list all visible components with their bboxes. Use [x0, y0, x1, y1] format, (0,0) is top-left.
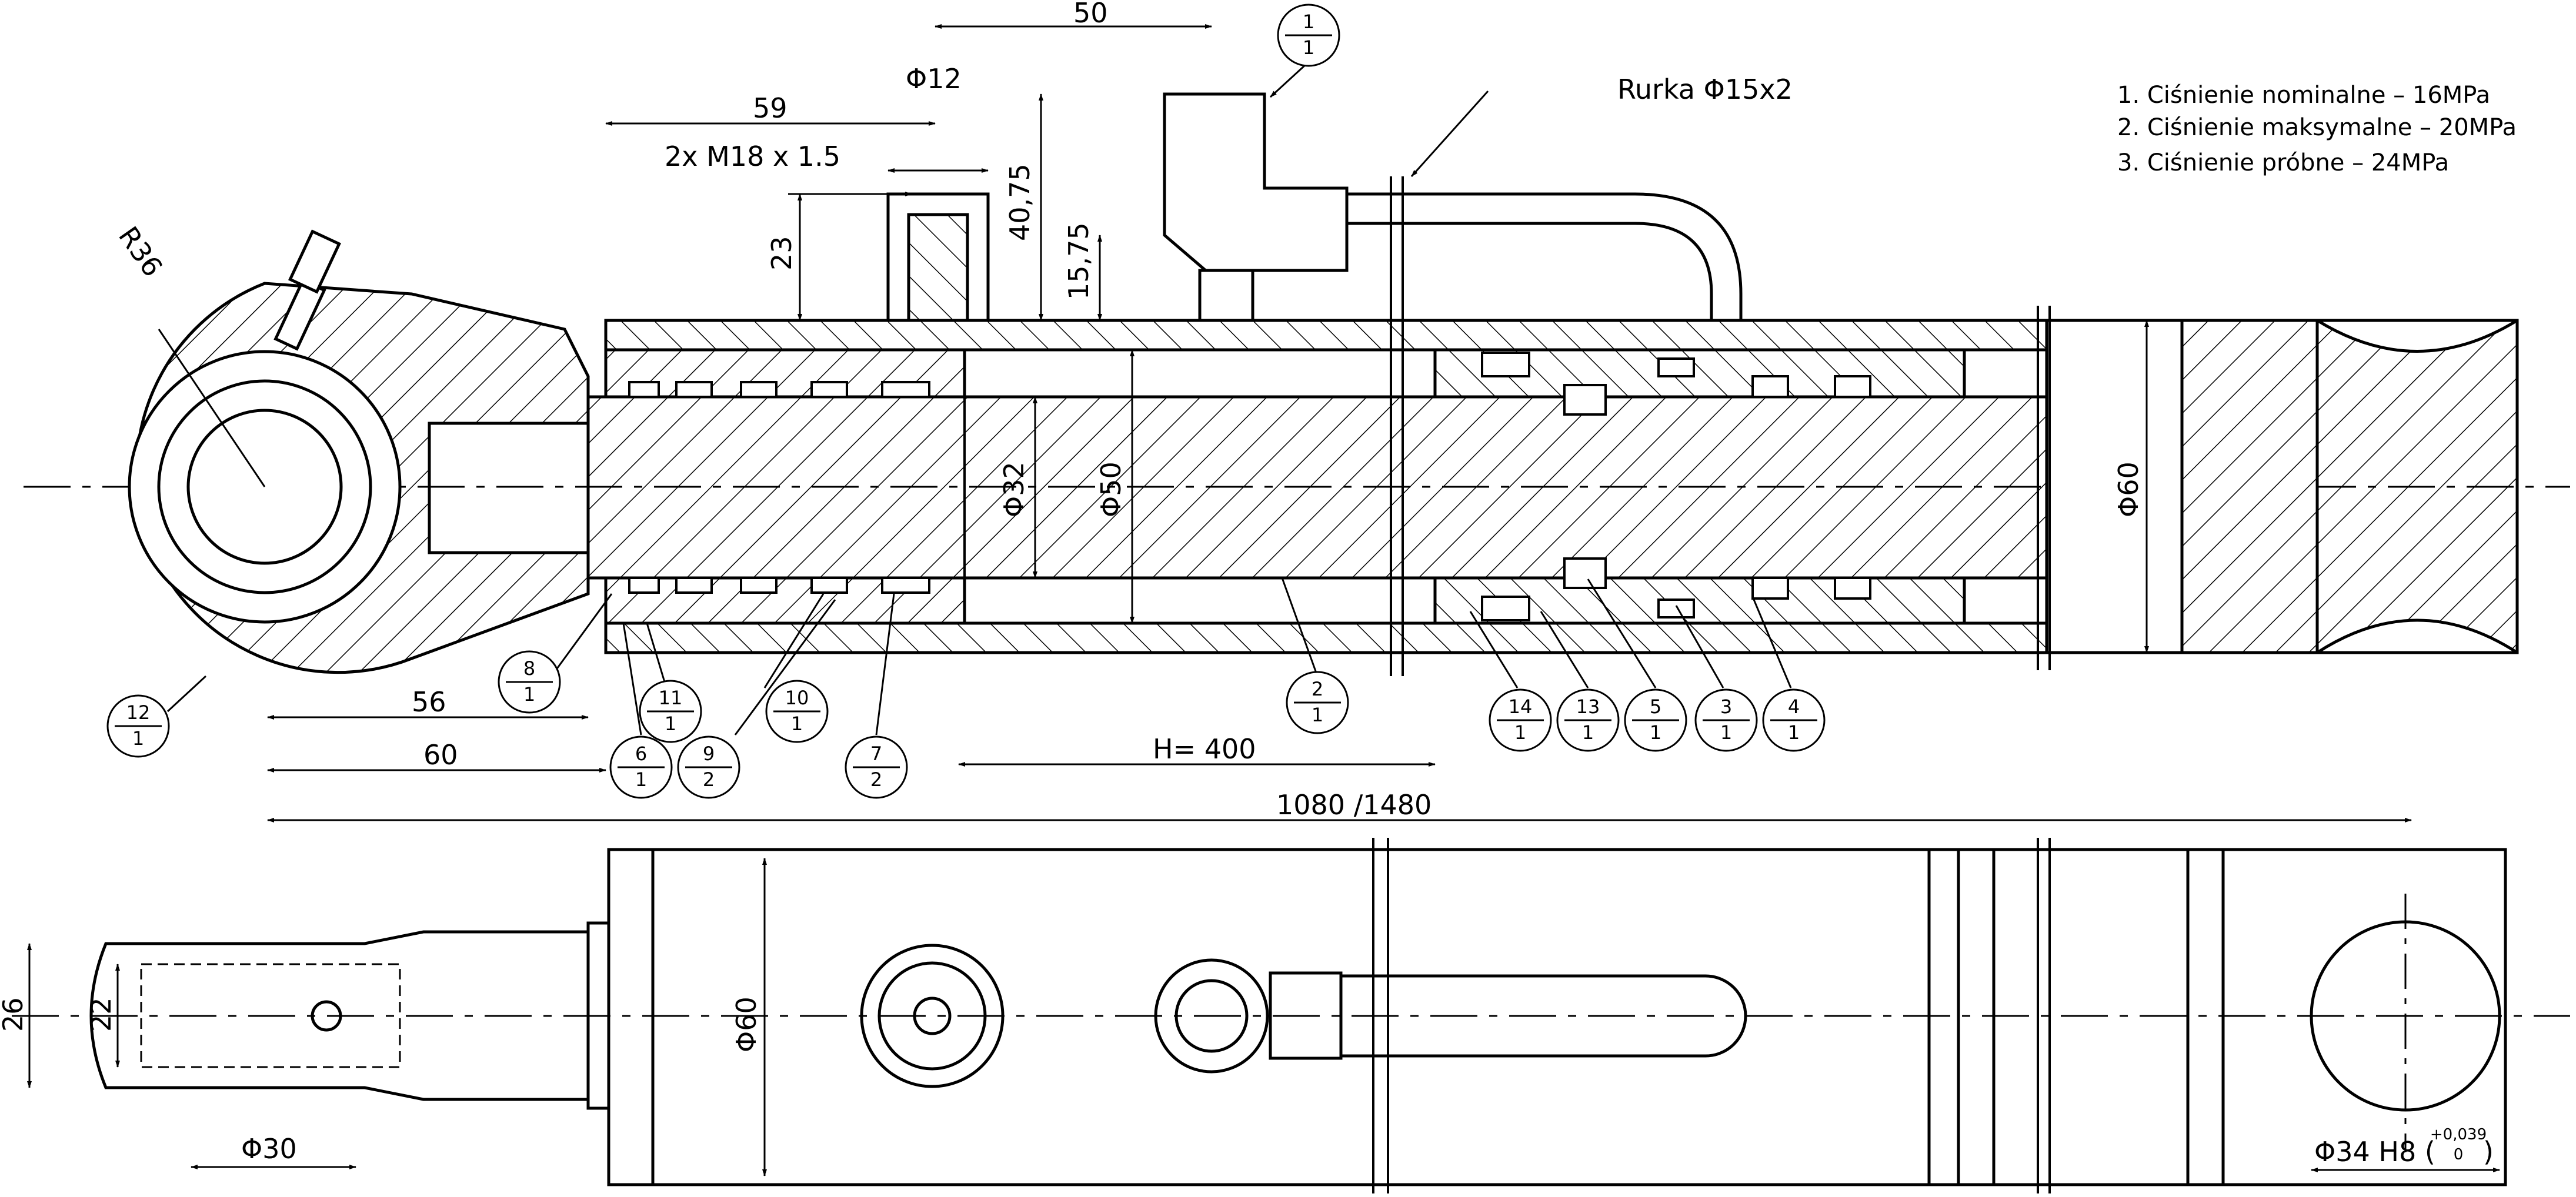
dim-50: 50 [1073, 0, 1108, 29]
barrel-outline [607, 848, 2507, 1186]
dim-phi32: Φ32 [998, 462, 1030, 517]
dim-phi12: Φ12 [906, 63, 962, 95]
svg-text:12: 12 [126, 701, 151, 724]
eye-bushing-ring [157, 379, 372, 594]
svg-text:14: 14 [1509, 696, 1533, 718]
svg-text:1: 1 [791, 713, 803, 735]
callout-8: 8 1 [498, 650, 561, 714]
cap-eye [2315, 319, 2519, 654]
callout-11: 11 1 [639, 680, 702, 743]
callout-4: 4 1 [1762, 688, 1826, 752]
svg-text:7: 7 [870, 743, 882, 765]
svg-text:1: 1 [1312, 704, 1323, 726]
callout-12: 12 1 [106, 694, 170, 758]
svg-text:1: 1 [635, 768, 647, 791]
dim-15-75: 15,75 [1063, 222, 1095, 300]
notes: 1. Ciśnienie nominalne – 16MPa 2. Ciśnie… [2117, 82, 2517, 176]
svg-text:1: 1 [1582, 721, 1594, 744]
grease-nipple-icon [273, 229, 341, 351]
dimensions-bottom [27, 858, 2500, 1176]
callout-6: 6 1 [609, 735, 673, 799]
note-3: 3. Ciśnienie próbne – 24MPa [2117, 149, 2449, 176]
callouts [166, 63, 1792, 735]
dim-phi34: Φ34 H8 ( [2314, 1136, 2435, 1168]
section-view [24, 92, 2570, 676]
dim-stroke: H= 400 [1153, 733, 1256, 765]
top-view [12, 838, 2570, 1193]
dim-phi50: Φ50 [1095, 462, 1127, 517]
barrel-wall-bottom [604, 621, 2048, 654]
dim-length: 1080 /1480 [1276, 789, 1432, 821]
svg-text:8: 8 [523, 657, 535, 680]
piston-rod [586, 395, 2095, 580]
dim-26: 26 [0, 997, 29, 1032]
callout-14: 14 1 [1489, 688, 1552, 752]
pipe-top [1341, 974, 1747, 1058]
svg-text:1: 1 [1788, 721, 1800, 744]
svg-text:2: 2 [1312, 678, 1323, 700]
break-lines [1390, 176, 2051, 676]
svg-text:4: 4 [1788, 696, 1800, 718]
svg-text:3: 3 [1720, 696, 1732, 718]
svg-text:1: 1 [1303, 36, 1314, 59]
dim-phi60-top: Φ60 [2113, 462, 2144, 517]
callout-7: 7 2 [845, 735, 908, 799]
svg-text:11: 11 [659, 687, 683, 709]
callout-10: 10 1 [765, 680, 829, 743]
callout-2: 2 1 [1286, 671, 1349, 734]
pipe [1347, 192, 1743, 320]
dim-56: 56 [412, 686, 446, 718]
grease-nipple-top-icon [311, 1000, 342, 1032]
port-top-1 [860, 944, 1005, 1088]
dimensions-top [267, 24, 2412, 822]
svg-text:2: 2 [870, 768, 882, 791]
dim-thread: 2x M18 x 1.5 [665, 141, 840, 172]
port-left [886, 192, 990, 322]
dim-phi30: Φ30 [241, 1133, 297, 1165]
callout-13: 13 1 [1556, 688, 1620, 752]
note-2: 2. Ciśnienie maksymalne – 20MPa [2117, 114, 2517, 141]
svg-text:1: 1 [523, 683, 535, 706]
dim-r36: R36 [112, 220, 169, 282]
cap-eye-bore [2310, 920, 2501, 1112]
barrel-wall-top [604, 319, 2048, 352]
piston-seals [1481, 352, 1871, 621]
svg-text:9: 9 [703, 743, 715, 765]
svg-text:1: 1 [132, 727, 144, 750]
gland-seals [628, 381, 930, 594]
svg-text:13: 13 [1576, 696, 1600, 718]
callout-5: 5 1 [1624, 688, 1687, 752]
tol-lower: 0 [2454, 1146, 2464, 1163]
svg-text:5: 5 [1650, 696, 1661, 718]
callout-bubbles: 1 1 12 1 8 1 11 1 10 1 [106, 4, 1826, 799]
dim-60: 60 [423, 739, 458, 771]
callout-1: 1 1 [1277, 4, 1340, 67]
dimension-labels-bottom: 26 22 Φ30 Φ60 Φ34 H8 ( +0,039 0 ) [0, 997, 2494, 1168]
rod-eye-top [89, 930, 590, 1101]
svg-text:1: 1 [1720, 721, 1732, 744]
dim-59: 59 [753, 92, 788, 124]
svg-text:1: 1 [1650, 721, 1661, 744]
note-1: 1. Ciśnienie nominalne – 16MPa [2117, 82, 2490, 109]
svg-text:6: 6 [635, 743, 647, 765]
dim-22: 22 [85, 997, 117, 1032]
callout-3: 3 1 [1694, 688, 1758, 752]
svg-text:1: 1 [1514, 721, 1526, 744]
pipe-label: Rurka Φ15x2 [1617, 73, 1793, 105]
tol-upper: +0,039 [2430, 1126, 2487, 1143]
dim-phi60-bottom: Φ60 [730, 997, 762, 1052]
dim-40-75: 40,75 [1004, 163, 1036, 241]
port-top-2 [1154, 958, 1343, 1074]
dim-23: 23 [766, 236, 798, 270]
svg-text:1: 1 [665, 713, 676, 735]
port-elbow [1163, 92, 1349, 322]
svg-text:2: 2 [703, 768, 715, 791]
svg-text:1: 1 [1303, 11, 1314, 33]
svg-text:10: 10 [785, 687, 809, 709]
cap-end-hatch [2180, 319, 2319, 654]
callout-9: 9 2 [677, 735, 740, 799]
tol-close: ) [2483, 1136, 2494, 1168]
